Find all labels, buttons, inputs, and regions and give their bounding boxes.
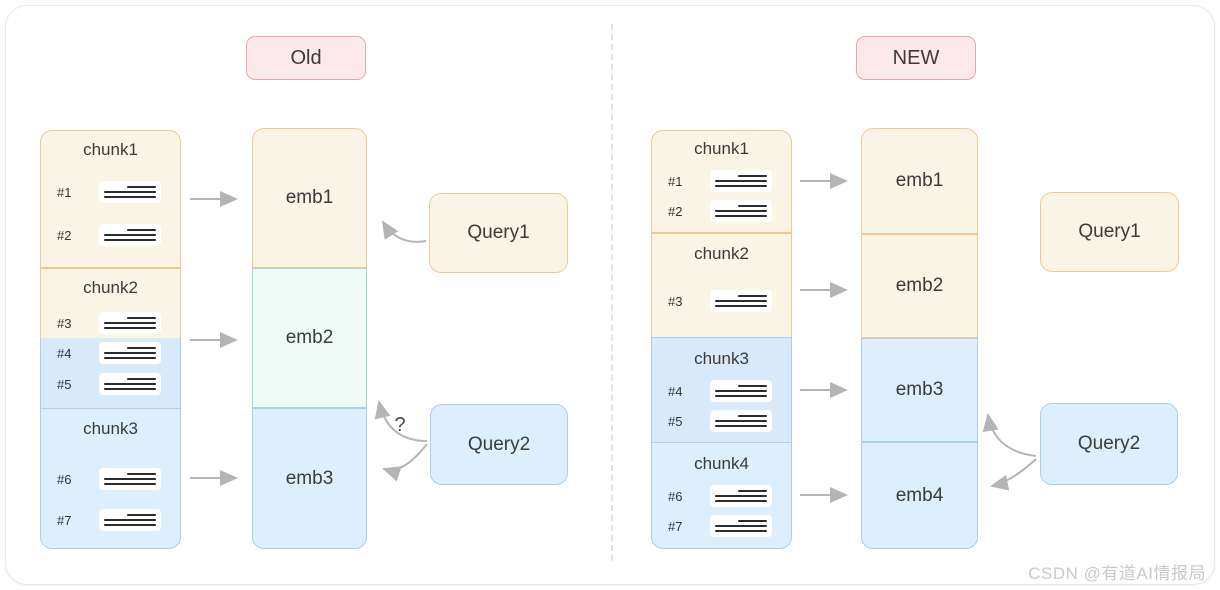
chunk-title: chunk3	[83, 419, 138, 438]
new-chunk3-section: chunk3 #4 #5	[651, 337, 792, 442]
snippet-row: #5	[57, 373, 161, 395]
new-emb3-box: emb3	[861, 338, 978, 442]
emb-label: emb2	[285, 327, 334, 348]
snippet-index: #6	[668, 488, 683, 504]
snippet-row: #7	[57, 509, 161, 531]
snippet-index: #6	[57, 471, 72, 487]
old-chunk3-section: chunk3 #6 #7	[40, 408, 181, 549]
text-lines-icon	[99, 342, 161, 364]
old-chunk1-section: chunk1 #1 #2	[40, 130, 181, 268]
snippet-index: #4	[668, 383, 683, 399]
new-chunk4-section: chunk4 #6 #7	[651, 442, 792, 549]
emb-label: emb3	[895, 379, 944, 400]
snippet-row: #4	[668, 380, 772, 402]
snippet-index: #3	[668, 293, 683, 309]
chunk-title: chunk3	[694, 349, 749, 368]
watermark: CSDN @有道AI情报局	[1028, 564, 1206, 583]
snippet-index: #2	[57, 227, 72, 243]
old-badge-label: Old	[290, 46, 322, 69]
chunk-title: chunk1	[694, 139, 749, 158]
snippet-row: #3	[668, 290, 772, 312]
text-lines-icon	[99, 224, 161, 246]
snippet-row: #1	[668, 170, 772, 192]
new-emb2-box: emb2	[861, 234, 978, 338]
ambiguity-question-mark: ?	[394, 414, 406, 436]
chunk-title: chunk2	[83, 278, 138, 297]
snippet-row: #2	[668, 200, 772, 222]
text-lines-icon	[99, 312, 161, 334]
new-query1-box: Query1	[1040, 192, 1179, 272]
diagram-card	[5, 5, 1215, 585]
center-divider-line	[611, 24, 613, 561]
chunk-title: chunk4	[694, 454, 749, 473]
old-chunk2-section-cream: chunk2 #3	[40, 268, 181, 338]
text-lines-icon	[99, 509, 161, 531]
emb-label: emb1	[895, 170, 944, 191]
snippet-row: #6	[668, 485, 772, 507]
query-label: Query1	[1078, 221, 1141, 242]
old-emb1-box: emb1	[252, 128, 367, 268]
text-lines-icon	[710, 200, 772, 222]
snippet-row: #4	[57, 342, 161, 364]
text-lines-icon	[710, 290, 772, 312]
text-lines-icon	[710, 485, 772, 507]
snippet-index: #7	[57, 512, 72, 528]
snippet-row: #3	[57, 312, 161, 334]
new-query2-box: Query2	[1040, 403, 1178, 485]
new-emb1-box: emb1	[861, 128, 978, 234]
snippet-row: #1	[57, 181, 161, 203]
snippet-index: #5	[57, 376, 72, 392]
text-lines-icon	[99, 373, 161, 395]
query-label: Query2	[467, 433, 531, 455]
text-lines-icon	[710, 170, 772, 192]
snippet-row: #7	[668, 515, 772, 537]
snippet-index: #1	[668, 173, 683, 189]
emb-label: emb4	[895, 484, 944, 506]
text-lines-icon	[99, 468, 161, 490]
emb-label: emb3	[285, 467, 334, 489]
new-chunk2-section: chunk2 #3	[651, 233, 792, 337]
snippet-row: #5	[668, 410, 772, 432]
snippet-index: #4	[57, 345, 72, 361]
old-emb2-box: emb2	[252, 268, 367, 408]
old-emb3-box: emb3	[252, 408, 367, 549]
snippet-index: #7	[668, 518, 683, 534]
snippet-index: #1	[57, 184, 72, 200]
text-lines-icon	[710, 515, 772, 537]
old-query1-box: Query1	[429, 193, 568, 273]
snippet-row: #6	[57, 468, 161, 490]
new-badge: NEW	[856, 36, 976, 80]
old-badge: Old	[246, 36, 366, 80]
chunk-title: chunk2	[694, 244, 749, 263]
new-chunk1-section: chunk1 #1 #2	[651, 130, 792, 233]
text-lines-icon	[99, 181, 161, 203]
snippet-index: #2	[668, 203, 683, 219]
text-lines-icon	[710, 380, 772, 402]
old-query2-box: Query2	[430, 404, 568, 485]
emb-label: emb2	[895, 275, 944, 296]
query-label: Query1	[467, 222, 530, 243]
snippet-row: #2	[57, 224, 161, 246]
snippet-index: #3	[57, 315, 72, 331]
chunk-title: chunk1	[83, 140, 138, 159]
old-chunk2-section-blue: #4 #5	[40, 338, 181, 408]
new-badge-label: NEW	[892, 46, 940, 69]
emb-label: emb1	[285, 187, 334, 208]
snippet-index: #5	[668, 413, 683, 429]
new-emb4-box: emb4	[861, 442, 978, 549]
query-label: Query2	[1077, 433, 1141, 454]
text-lines-icon	[710, 410, 772, 432]
